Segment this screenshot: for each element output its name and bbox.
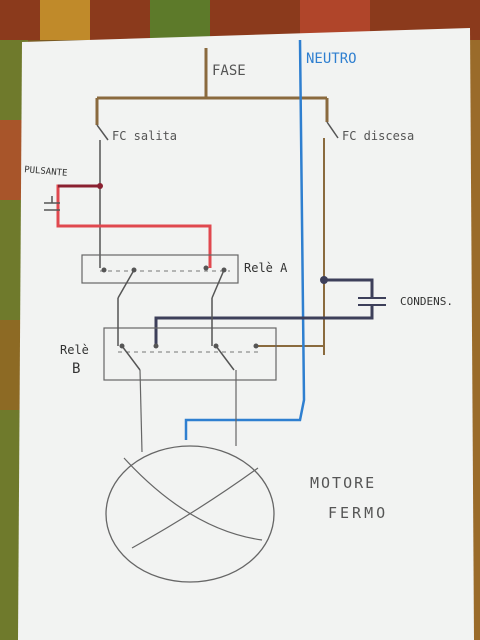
limit-switch-up-icon — [96, 124, 109, 141]
motor-symbol-icon — [105, 445, 275, 583]
motor-lead-a — [139, 369, 143, 453]
relay-contact-icon — [101, 267, 107, 273]
label-rele-b-line1: Relè — [60, 343, 89, 357]
relay-a-box — [81, 254, 239, 284]
relay-b-box — [103, 327, 277, 381]
label-rele-a: Relè A — [244, 261, 288, 275]
neutral-wire — [184, 39, 306, 440]
limit-switch-down-icon — [326, 121, 339, 139]
capacitor-wire-bottom — [154, 305, 374, 346]
label-condensatore: CONDENS. — [400, 295, 453, 308]
pushbutton-symbol-icon — [44, 196, 60, 211]
label-motore: MOTORE — [310, 474, 377, 492]
label-rele-b-line2: B — [72, 361, 81, 377]
capacitor-wire-top — [324, 278, 374, 298]
label-fc-salita: FC salita — [112, 129, 178, 143]
label-neutro: NEUTRO — [306, 51, 357, 67]
label-fermo: FERMO — [328, 504, 389, 522]
label-fc-discesa: FC discesa — [342, 129, 415, 143]
label-fase: FASE — [212, 63, 246, 79]
